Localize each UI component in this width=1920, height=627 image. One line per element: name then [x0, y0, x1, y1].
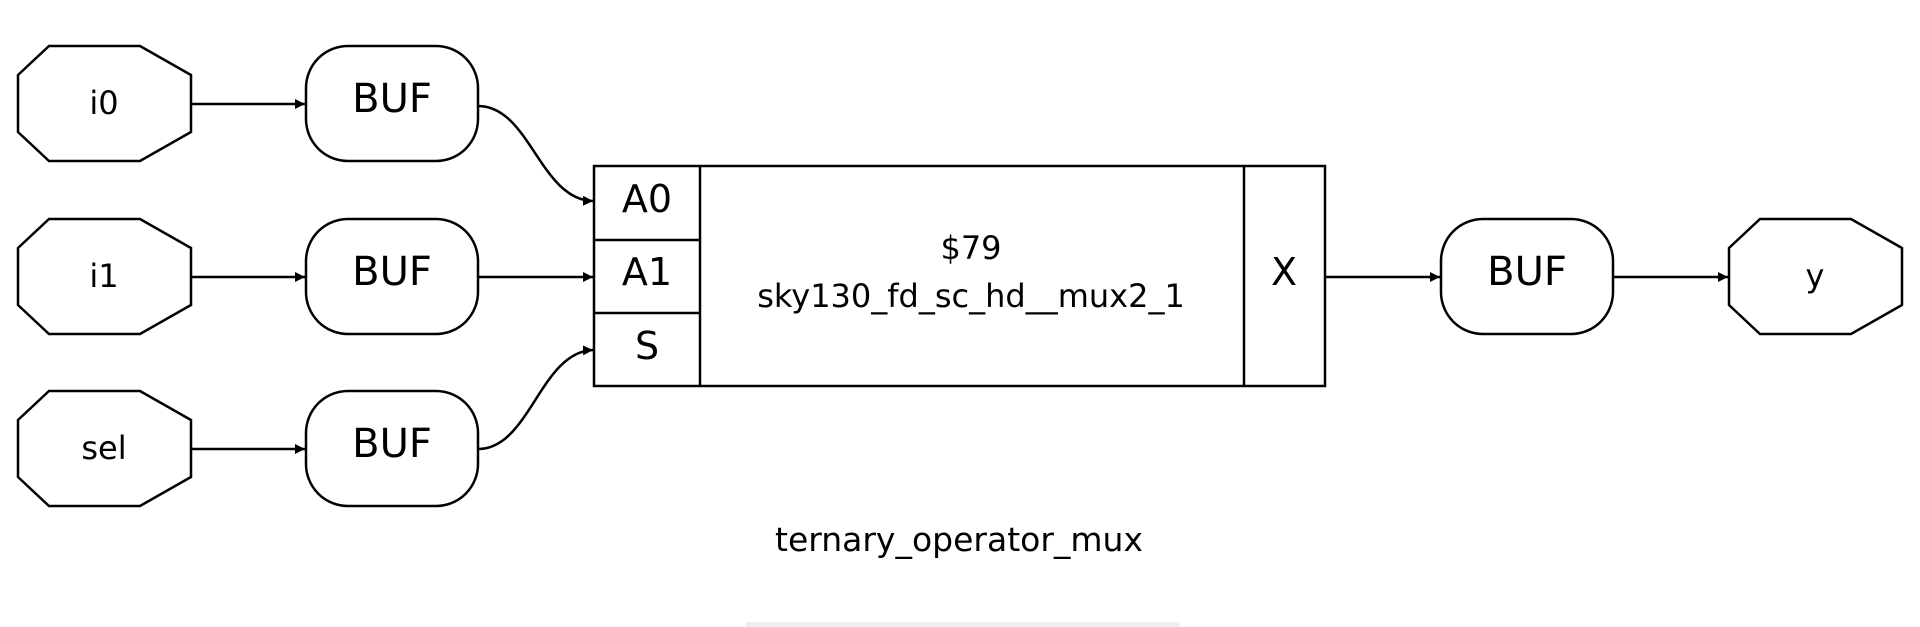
- port-sel-label: sel: [81, 429, 126, 467]
- wire-buf-s: [477, 345, 594, 451]
- buffer-y: BUF: [1439, 217, 1615, 336]
- port-sel: sel: [16, 389, 193, 508]
- bottom-scroll-indicator: [745, 622, 1180, 627]
- mux-pin-a0: A0: [622, 177, 672, 221]
- wire-buf-a0: [477, 104, 594, 206]
- wires: [191, 99, 1728, 454]
- buffer-sel-label: BUF: [352, 421, 432, 467]
- mux-pin-s: S: [635, 324, 659, 368]
- diagram-caption: ternary_operator_mux: [775, 520, 1143, 559]
- buffer-i0: BUF: [304, 44, 480, 163]
- buffer-y-label: BUF: [1487, 249, 1567, 295]
- mux-instance-name: $79: [940, 229, 1001, 267]
- mux-cell-type: sky130_fd_sc_hd__mux2_1: [757, 277, 1185, 315]
- mux-pin-x: X: [1271, 250, 1297, 294]
- port-i1: i1: [16, 217, 193, 336]
- port-i0: i0: [16, 44, 193, 163]
- mux-cell: A0 A1 S X $79 sky130_fd_sc_hd__mux2_1: [592, 164, 1327, 388]
- port-i0-label: i0: [89, 84, 118, 122]
- buffer-sel: BUF: [304, 389, 480, 508]
- port-y: y: [1727, 217, 1904, 336]
- port-i1-label: i1: [89, 257, 118, 295]
- buffer-i1: BUF: [304, 217, 480, 336]
- buffer-i1-label: BUF: [352, 249, 432, 295]
- mux-pin-a1: A1: [622, 250, 672, 294]
- port-y-label: y: [1806, 257, 1825, 295]
- buffer-i0-label: BUF: [352, 76, 432, 122]
